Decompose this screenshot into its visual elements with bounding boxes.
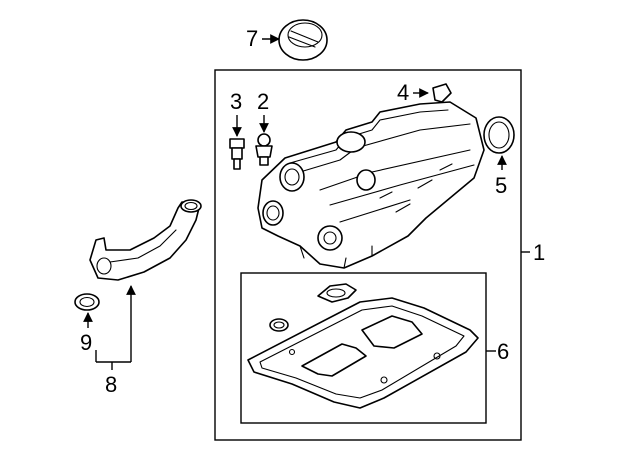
valve-cover-gasket-icon (247, 297, 479, 409)
callout-9: 9 (80, 330, 92, 355)
o-ring-icon (483, 116, 515, 154)
oil-filler-cap-icon (278, 19, 328, 61)
assembly-frame (214, 69, 522, 441)
callout-5: 5 (495, 173, 507, 198)
callout-2: 2 (257, 89, 269, 114)
callout-3: 3 (230, 89, 242, 114)
callout-6: 6 (497, 339, 509, 364)
gasket-frame (240, 272, 487, 424)
pcv-hose-icon (89, 199, 202, 281)
callout-1: 1 (533, 240, 545, 265)
sensor-icon (229, 138, 245, 170)
callout-7: 7 (246, 26, 258, 51)
clip-icon (432, 83, 452, 103)
hose-o-ring-icon (74, 293, 100, 311)
valve-cover-icon (257, 101, 485, 269)
tube-seal-icon (317, 283, 357, 303)
callout-8: 8 (105, 372, 117, 397)
callout-4: 4 (397, 80, 409, 105)
small-o-ring-icon (269, 318, 289, 332)
valve-icon (255, 133, 273, 166)
